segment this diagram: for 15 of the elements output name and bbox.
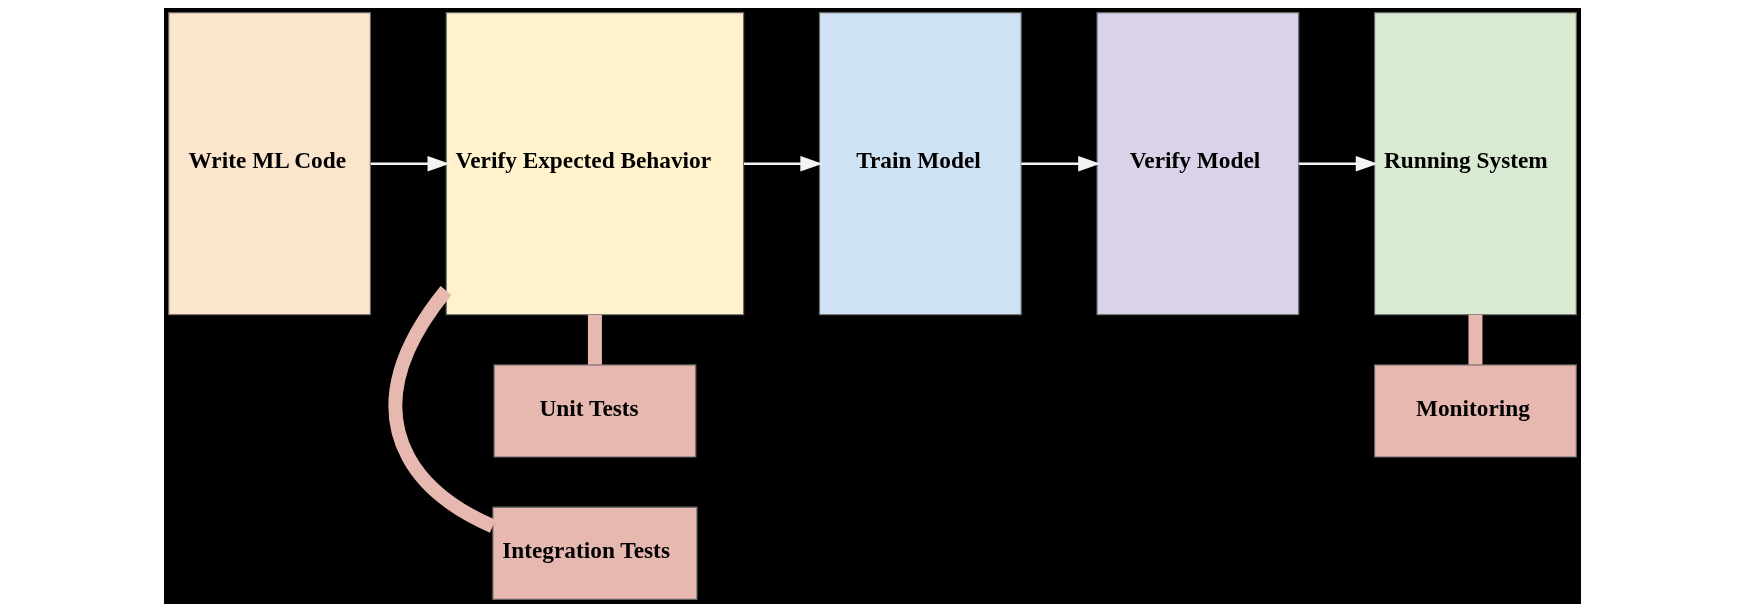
node-box: Integration Tests (491, 506, 698, 600)
connector (388, 286, 496, 533)
arrow (1298, 155, 1378, 172)
node-box: Monitoring (1373, 364, 1577, 458)
node-box: Verify Expected Behavior (445, 12, 744, 316)
arrow (1020, 155, 1100, 172)
node-box: Train Model (818, 12, 1022, 316)
node-box: Running System (1373, 12, 1577, 316)
node-box: Verify Model (1095, 12, 1299, 316)
arrow (743, 155, 823, 172)
node-box: Write ML Code (167, 12, 371, 316)
arrow (370, 155, 450, 172)
connector (1467, 314, 1482, 365)
node-box: Unit Tests (492, 364, 696, 458)
connector (587, 314, 602, 365)
